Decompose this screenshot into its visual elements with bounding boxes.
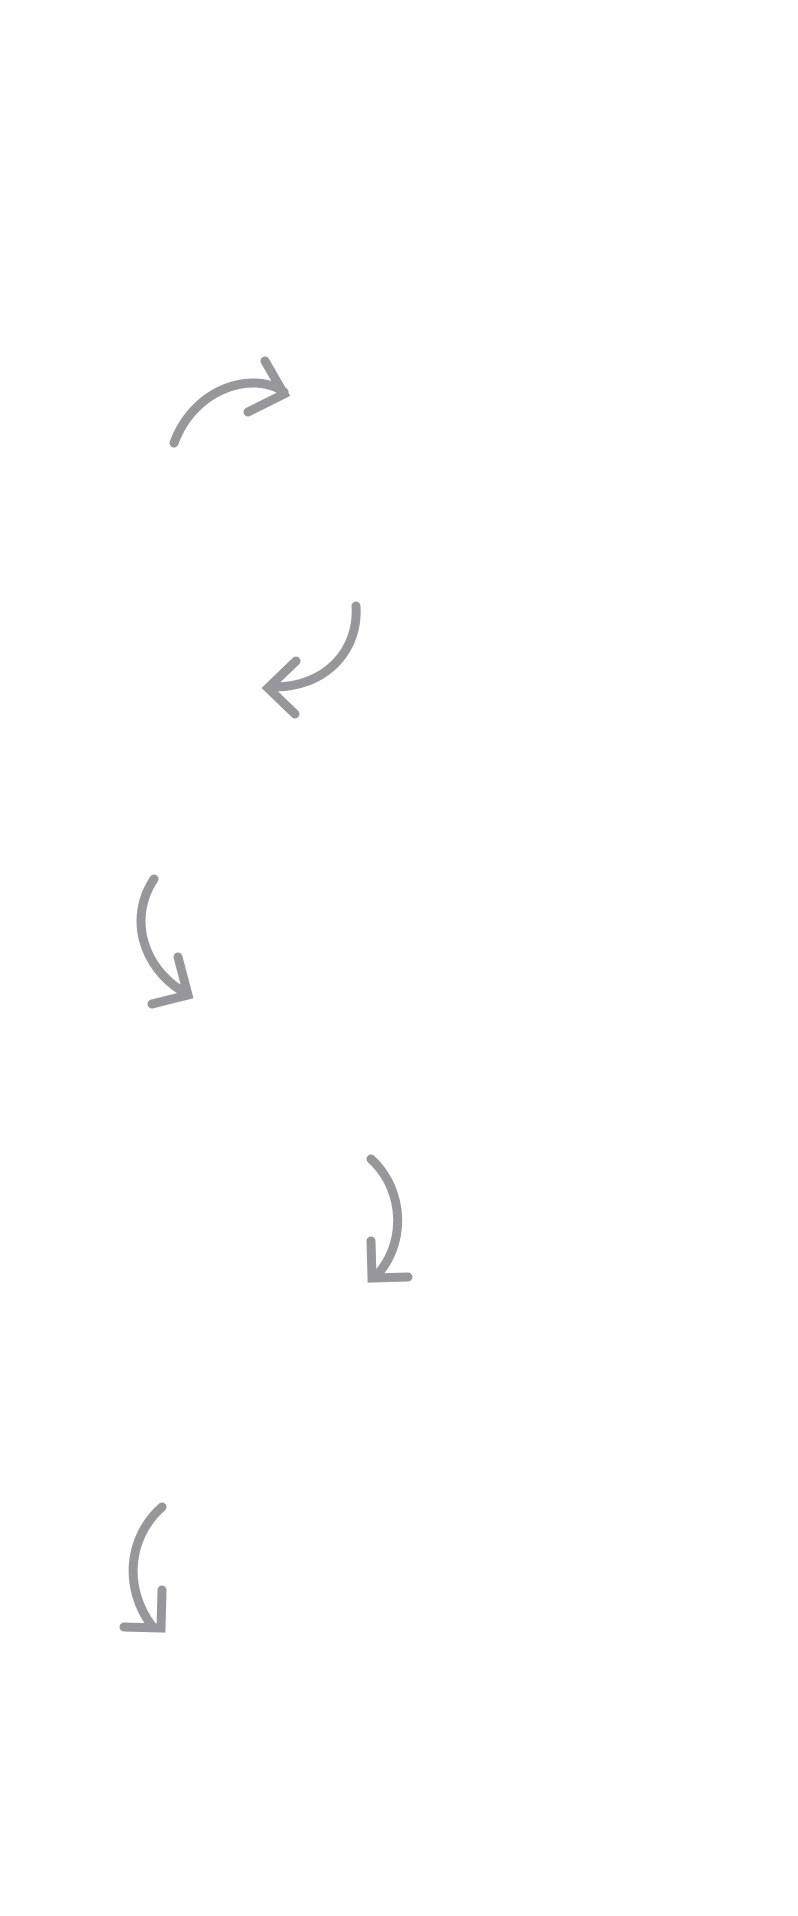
curved-arrow-down-right-icon bbox=[136, 874, 194, 1009]
curved-arrow-left-icon bbox=[261, 601, 361, 719]
curved-arrow-down-left-icon bbox=[366, 1154, 413, 1283]
curved-arrow-right-icon bbox=[169, 356, 291, 448]
curved-arrow-down-icon bbox=[119, 1502, 167, 1633]
